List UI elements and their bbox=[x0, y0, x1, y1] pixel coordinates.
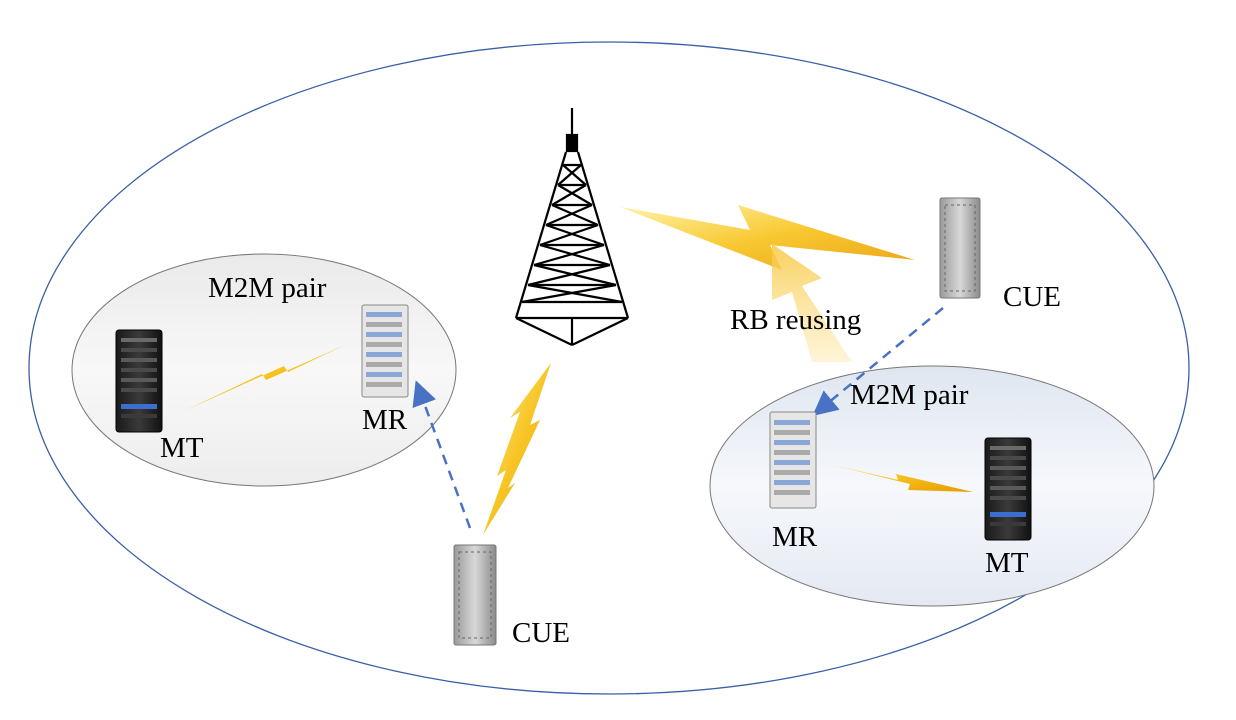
cue-right-device-icon bbox=[939, 197, 981, 299]
cue-right-label: CUE bbox=[1003, 281, 1061, 313]
interference-arrow-cue-right-to-mr-right bbox=[812, 307, 944, 416]
interference-arrow-cue-bottom-to-mr-left bbox=[412, 380, 472, 529]
mt-left-label: MT bbox=[160, 432, 204, 464]
m2m-pair-left-label: M2M pair bbox=[208, 272, 327, 304]
m2m-pair-right-label: M2M pair bbox=[850, 379, 969, 411]
rb-reusing-arrow bbox=[772, 244, 852, 362]
mr-right-label: MR bbox=[772, 521, 818, 553]
link-bs-cue-right-lightning bbox=[620, 205, 915, 270]
mt-right-device-icon bbox=[984, 437, 1032, 541]
cue-bottom-device-icon bbox=[453, 544, 497, 646]
base-station-tower-icon bbox=[514, 108, 630, 346]
mr-left-device-icon bbox=[361, 304, 409, 398]
cell-boundary bbox=[28, 41, 1190, 695]
rb-reusing-label: RB reusing bbox=[730, 304, 861, 336]
m2m-pair-area-left bbox=[71, 253, 457, 487]
mr-left-label: MR bbox=[362, 404, 408, 436]
mr-right-device-icon bbox=[769, 411, 817, 509]
m2m-link-right-lightning bbox=[820, 462, 973, 492]
mt-left-device-icon bbox=[115, 329, 163, 433]
mt-right-label: MT bbox=[985, 547, 1029, 579]
link-bs-cue-bottom-lightning bbox=[483, 363, 551, 535]
cue-bottom-label: CUE bbox=[512, 617, 570, 649]
